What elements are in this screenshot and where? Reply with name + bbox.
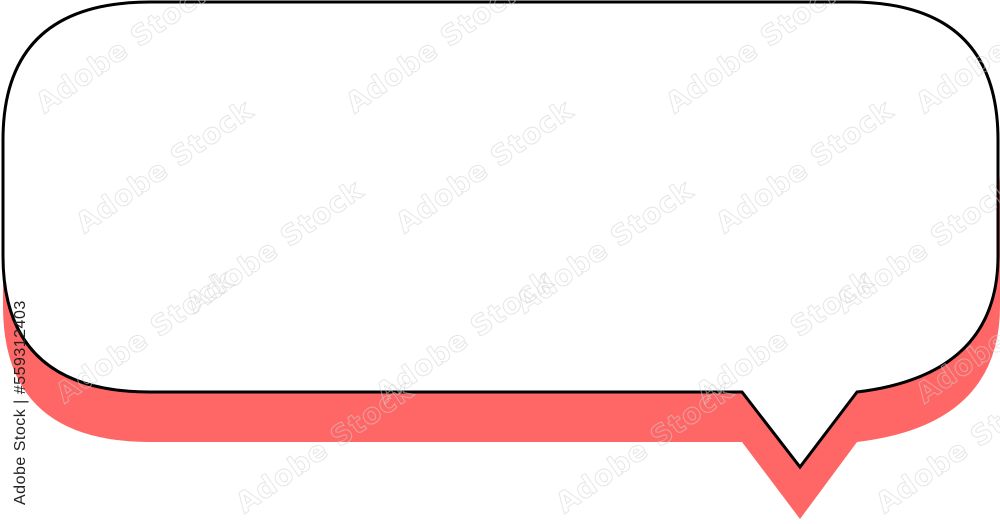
bubble-body <box>1 0 1000 470</box>
stock-id-label: Adobe Stock | #559312403 <box>12 300 29 505</box>
